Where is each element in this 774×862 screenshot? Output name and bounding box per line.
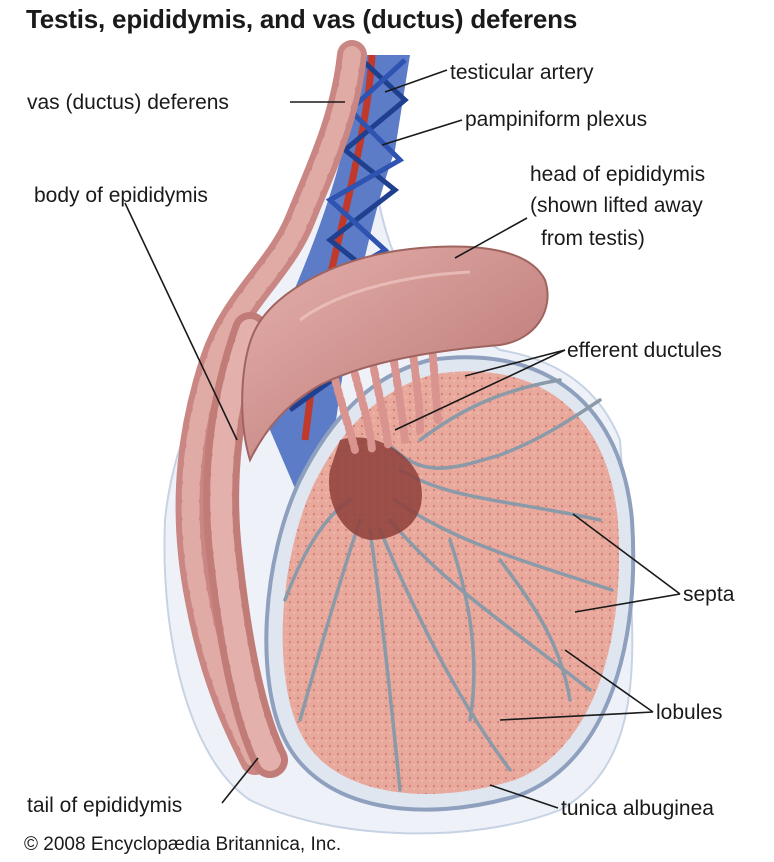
- label-vas-deferens: vas (ductus) deferens: [27, 90, 229, 115]
- label-tunica-albuginea: tunica albuginea: [561, 796, 714, 821]
- label-head-of-epididymis-1: head of epididymis: [530, 162, 705, 187]
- label-head-of-epididymis-3: from testis): [541, 226, 645, 251]
- copyright-credit: © 2008 Encyclopædia Britannica, Inc.: [24, 834, 341, 856]
- label-tail-of-epididymis: tail of epididymis: [27, 793, 182, 818]
- label-head-of-epididymis-2: (shown lifted away: [530, 193, 703, 218]
- label-septa: septa: [683, 582, 734, 607]
- label-pampiniform-plexus: pampiniform plexus: [465, 107, 647, 132]
- label-body-of-epididymis: body of epididymis: [34, 183, 208, 208]
- label-efferent-ductules: efferent ductules: [567, 338, 722, 363]
- label-testicular-artery: testicular artery: [450, 60, 594, 85]
- label-lobules: lobules: [656, 700, 723, 725]
